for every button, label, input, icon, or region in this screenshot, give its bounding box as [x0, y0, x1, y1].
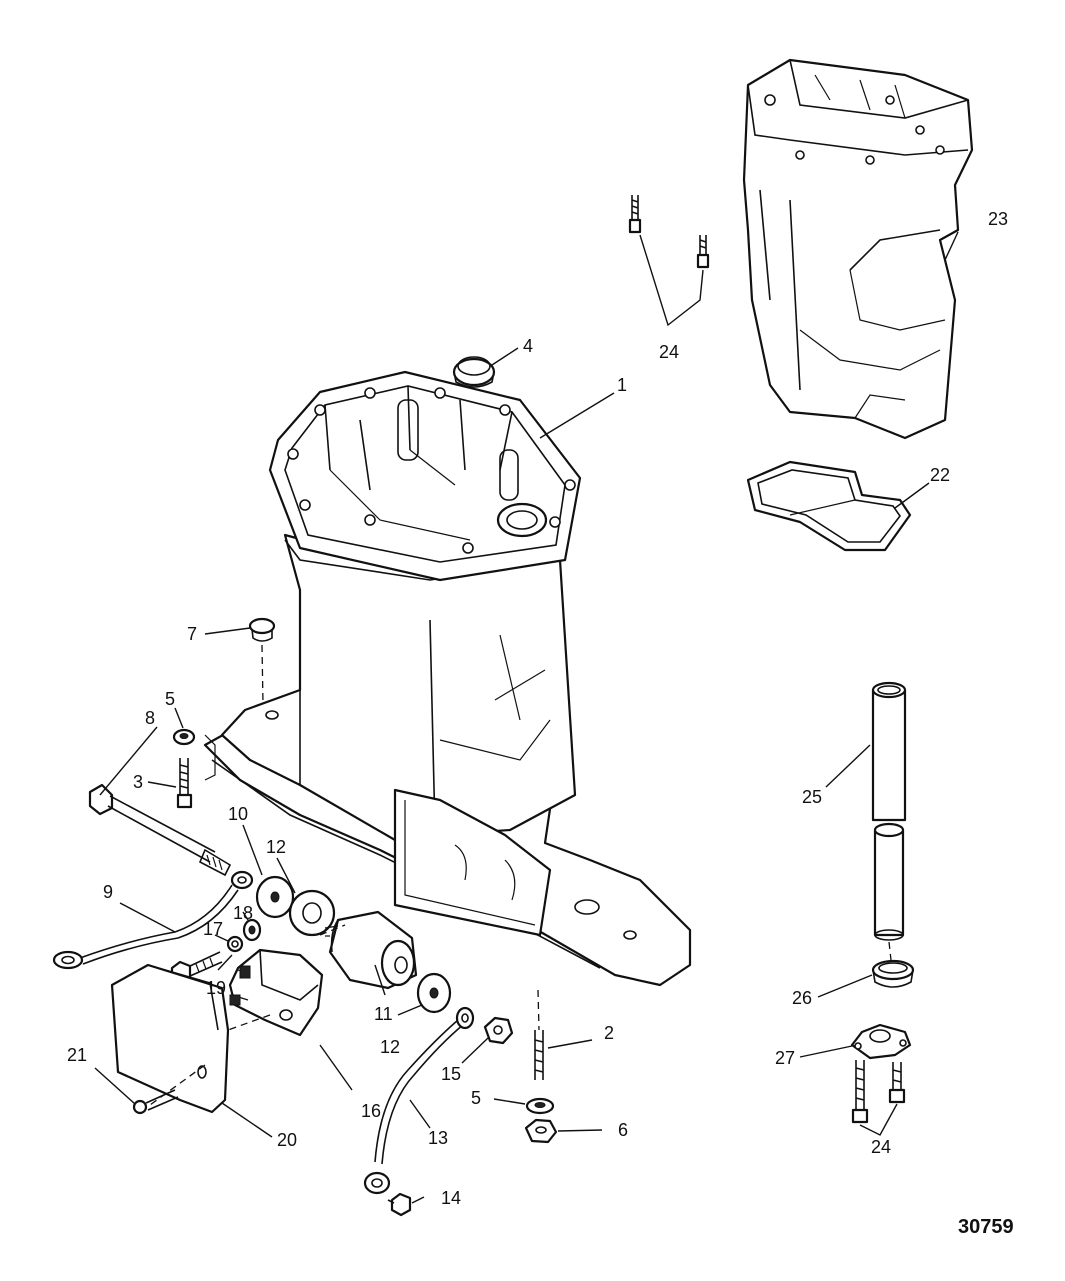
small-washers: [226, 918, 262, 953]
callout-4: 4: [523, 336, 533, 356]
callout-14: 14: [441, 1188, 461, 1208]
cover-part: [110, 963, 230, 1115]
callout-21: 21: [67, 1045, 87, 1065]
washer-bolt-upper: [172, 728, 216, 809]
callout-12-upper: 12: [266, 837, 286, 857]
callout-5-upper: 5: [165, 689, 175, 709]
callout-9: 9: [103, 882, 113, 902]
screw-pair-lower: [851, 1060, 906, 1124]
callout-16: 16: [361, 1101, 381, 1121]
grommet-part: [452, 356, 496, 388]
callout-18: 18: [233, 903, 253, 923]
screw-14: [387, 1192, 412, 1217]
gasket-part: [746, 460, 912, 552]
figure-number: 30759: [958, 1216, 1014, 1238]
callout-12-lower: 12: [380, 1037, 400, 1057]
stud-bolt-part: [88, 783, 232, 877]
callout-24-upper: 24: [659, 342, 679, 362]
ground-strap-lower: [363, 1006, 475, 1195]
callout-13: 13: [428, 1128, 448, 1148]
callout-24-lower: 24: [871, 1137, 891, 1157]
driveshaft-housing-part: [203, 370, 692, 987]
callout-19: 19: [206, 978, 226, 998]
callout-labels: 1 2 3 4 5 5 6 7 8 9 10 11 12 12 13 14 15…: [67, 209, 1014, 1238]
callout-1: 1: [617, 375, 627, 395]
callout-7: 7: [187, 624, 197, 644]
retainer-part: [850, 1023, 912, 1060]
plug-part: [248, 617, 276, 642]
alignment-lines: [149, 644, 892, 1106]
callout-17: 17: [203, 919, 223, 939]
callout-8: 8: [145, 708, 155, 728]
washer-lower-12: [416, 972, 452, 1014]
callout-26: 26: [792, 988, 812, 1008]
adapter-plate-part: [742, 58, 974, 440]
tube-grommet-part: [871, 959, 915, 988]
bracket-part: [228, 948, 324, 1037]
ground-strap-left: [52, 870, 254, 970]
nut-15: [483, 1016, 514, 1045]
leader-lines: [94, 231, 959, 1204]
screw-pair-upper: [628, 195, 710, 269]
stud-nut-lower: [524, 1030, 558, 1144]
callout-23: 23: [988, 209, 1008, 229]
callout-3: 3: [133, 772, 143, 792]
callout-5-lower: 5: [471, 1088, 481, 1108]
callout-15: 15: [441, 1064, 461, 1084]
mount-part: [324, 910, 418, 990]
callout-20: 20: [277, 1130, 297, 1150]
callout-2: 2: [604, 1023, 614, 1043]
callout-27: 27: [775, 1048, 795, 1068]
callout-10: 10: [228, 804, 248, 824]
callout-11: 11: [374, 1004, 393, 1024]
callout-6: 6: [618, 1120, 628, 1140]
water-tube-part: [871, 681, 907, 941]
washers-mid: [255, 875, 336, 937]
callout-22: 22: [930, 465, 950, 485]
callout-25: 25: [802, 787, 822, 807]
